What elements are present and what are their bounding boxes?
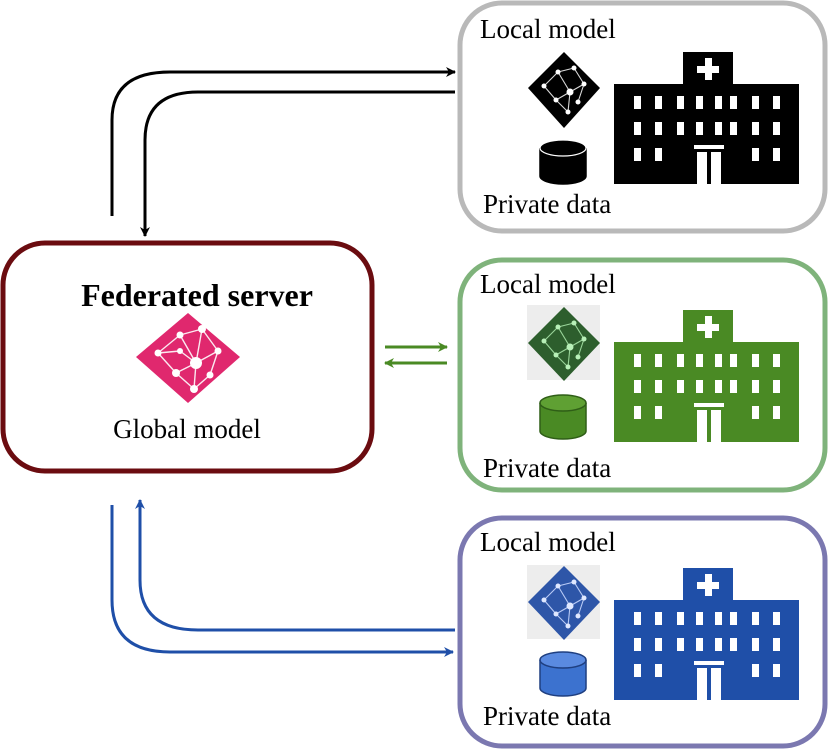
local-model-icon-3 [528,566,600,640]
local-model-icon-1 [528,52,600,128]
private-data-label-2: Private data [483,453,611,483]
global-model-icon [136,313,240,403]
arrow-client-3-to-server [135,499,455,632]
arrow-client-1-to-server [140,90,455,237]
global-model-label: Global model [113,414,261,444]
arrows-client-2 [384,342,448,368]
hospital-icon-1 [614,52,799,184]
private-data-icon-3 [539,651,587,697]
client-box-3: Local model Private data [457,515,828,749]
client-box-1: Local model Private data [457,0,828,234]
federated-server-box: Federated server Global model [0,240,375,474]
hospital-icon-2 [614,310,799,442]
private-data-icon-2 [539,394,587,440]
arrow-server-to-client-3 [110,505,454,657]
local-model-label-2: Local model [480,269,616,299]
arrows-client-3 [110,499,455,657]
private-data-icon-1 [539,139,587,185]
hospital-icon-3 [614,568,799,700]
private-data-label-1: Private data [483,189,611,219]
local-model-label-1: Local model [480,14,616,44]
arrows-client-1 [110,67,456,237]
arrow-server-to-client-1 [110,67,456,216]
client-box-2: Local model Private data [457,257,828,493]
private-data-label-3: Private data [483,701,611,731]
server-title: Federated server [81,277,313,313]
local-model-icon-2 [528,307,600,381]
local-model-label-3: Local model [480,527,616,557]
